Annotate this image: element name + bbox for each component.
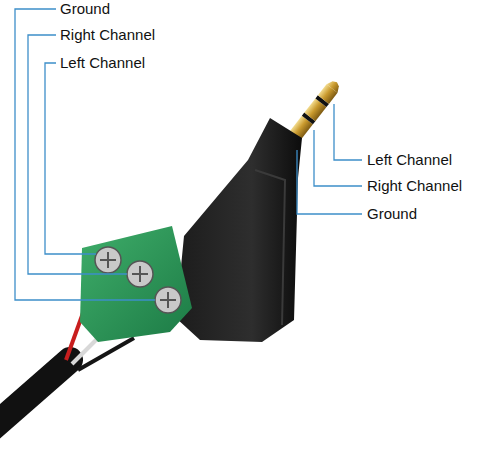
terminal-block [80, 226, 192, 342]
wire-label: Left Channel [367, 151, 452, 169]
adapter-body [176, 118, 302, 342]
leader-line [15, 9, 362, 300]
cable [0, 360, 70, 430]
wire-label: Left Channel [60, 54, 145, 72]
wire-label: Ground [367, 205, 417, 223]
wire-label: Right Channel [367, 177, 462, 195]
black-wire [78, 338, 134, 370]
wire-label: Right Channel [60, 26, 155, 44]
screw [95, 247, 181, 313]
wire-label: Ground [60, 0, 110, 18]
